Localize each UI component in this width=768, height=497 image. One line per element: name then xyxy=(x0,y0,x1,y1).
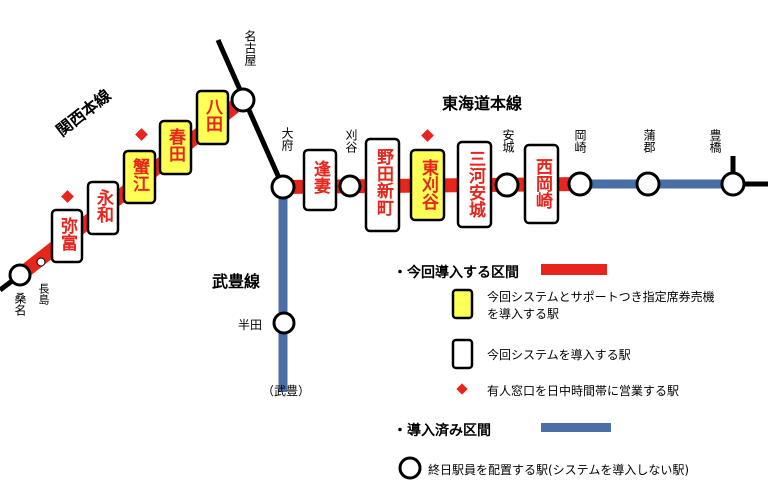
station-label-nagoya: 名古屋 xyxy=(243,30,257,66)
legend-diamond xyxy=(456,383,468,395)
legend-new-section-label: ・今回導入する区間 xyxy=(393,265,519,281)
station-label-nagashima: 長島 xyxy=(37,283,50,305)
station-box-higashikariya xyxy=(409,148,446,222)
station-toyohashi-circle xyxy=(720,171,746,197)
station-okazaki-circle xyxy=(567,171,593,197)
station-label-kuwana: 桑名 xyxy=(13,292,27,316)
legend-yellow-station-label: 今回システムとサポートつき指定席券売機 を導入する駅 xyxy=(487,290,715,321)
station-label-eiwa: 永和 xyxy=(93,189,113,223)
staffed-window-marker-yatomi xyxy=(61,190,74,203)
station-nagoya-circle xyxy=(230,87,256,113)
station-anjo-circle xyxy=(494,172,520,198)
station-box-yatomi xyxy=(50,208,84,264)
legend-new-section-swatch xyxy=(541,264,607,275)
station-box-nishiokazaki xyxy=(523,143,560,225)
station-label-toyohashi: 豊橋 xyxy=(708,129,722,153)
tokaido-line-north xyxy=(215,38,286,189)
station-label-okazaki: 岡崎 xyxy=(573,129,587,153)
station-nagashima-dot xyxy=(36,257,46,267)
station-label-yatomi: 弥富 xyxy=(57,217,77,251)
tokaido-line-label: 東海道本線 xyxy=(442,94,523,113)
taketoyo-line-label: 武豊線 xyxy=(212,272,261,291)
staffed-window-marker-higashikariya xyxy=(421,129,434,142)
staffed-window-marker-kanie xyxy=(135,128,148,141)
legend-white-box xyxy=(451,338,474,370)
station-label-handa: 半田 xyxy=(238,318,263,332)
station-label-kanie: 蟹江 xyxy=(129,158,149,192)
station-label-obu: 大府 xyxy=(280,127,294,151)
station-kariya-circle xyxy=(338,174,362,198)
station-handa-circle xyxy=(272,311,296,335)
legend-circle xyxy=(398,456,422,480)
station-label-hatta: 八田 xyxy=(202,98,222,132)
station-label-kariya: 刈谷 xyxy=(344,129,358,153)
legend-staffed-window-label: 有人窓口を日中時間帯に営業する駅 xyxy=(487,384,680,398)
station-label-anjo: 安城 xyxy=(501,129,515,153)
legend-existing-section-label: ・導入済み区間 xyxy=(393,423,491,439)
station-box-eiwa xyxy=(86,180,120,236)
station-label-nishiokazaki: 西岡崎 xyxy=(532,158,552,209)
station-box-haruta xyxy=(158,119,193,176)
station-box-hatta xyxy=(195,89,230,146)
station-label-mikawaanjo: 三河安城 xyxy=(465,150,485,218)
station-gamagori-circle xyxy=(635,171,661,197)
station-box-ogakie xyxy=(302,148,338,212)
station-label-ogakie: 逢妻 xyxy=(310,160,330,194)
station-kuwana-circle xyxy=(8,263,32,287)
station-label-taketoyo: （武豊） xyxy=(262,384,311,398)
legend-white-station-label: 今回システムを導入する駅 xyxy=(487,348,631,362)
station-label-nodashinmachi: 野田新町 xyxy=(373,148,393,216)
legend-yellow-box xyxy=(451,288,474,320)
station-label-haruta: 春田 xyxy=(165,128,185,162)
station-box-mikawaanjo xyxy=(456,140,493,229)
legend-existing-section-swatch xyxy=(541,423,611,432)
station-label-higashikariya: 東刈谷 xyxy=(418,159,438,210)
station-box-kanie xyxy=(122,149,157,205)
station-box-nodashinmachi xyxy=(364,137,401,233)
legend-circle-station-label: 終日駅員を配置する駅(システムを導入しない駅) xyxy=(428,463,690,477)
station-obu-circle xyxy=(270,174,296,200)
station-label-gamagori: 蒲郡 xyxy=(642,129,656,153)
